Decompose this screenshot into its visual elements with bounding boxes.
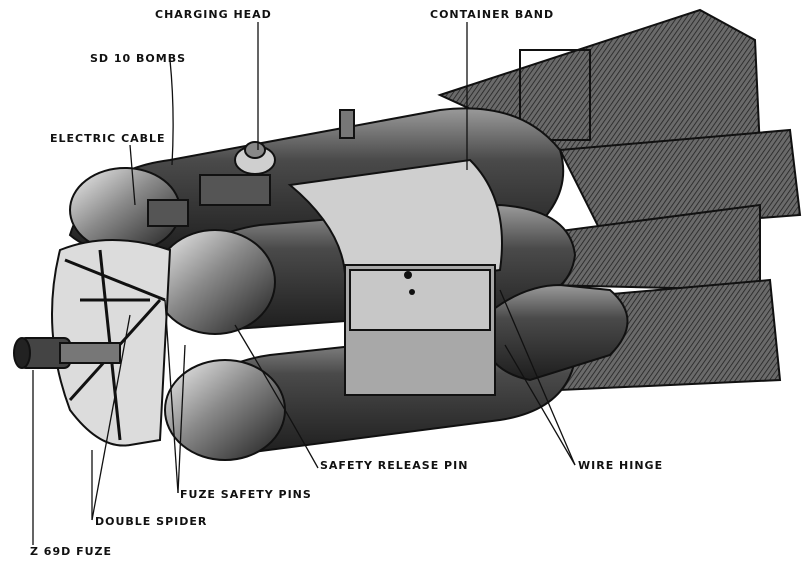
- charging-head-shape: [147, 109, 355, 227]
- container-band-shape: [287, 158, 503, 396]
- tail-fins: [437, 8, 802, 392]
- fuze-shaft: [59, 342, 121, 364]
- band-panel: [349, 269, 491, 331]
- label-charging-head: CHARGING HEAD: [155, 8, 272, 21]
- label-double-spider: DOUBLE SPIDER: [95, 515, 207, 528]
- band-rivet-2: [409, 289, 415, 295]
- front-assembly: [13, 239, 172, 447]
- middle-nose: [154, 229, 276, 335]
- label-container-band: CONTAINER BAND: [430, 8, 554, 21]
- label-wire-hinge: WIRE HINGE: [578, 459, 663, 472]
- band-rivet: [404, 271, 412, 279]
- fuze-cap: [13, 337, 31, 369]
- label-safety-release-pin: SAFETY RELEASE PIN: [320, 459, 468, 472]
- label-sd10-bombs: SD 10 BOMBS: [90, 52, 186, 65]
- callouts: CHARGING HEAD CONTAINER BAND SD 10 BOMBS…: [30, 8, 663, 558]
- band-upper: [287, 158, 503, 292]
- fin-upper-right: [558, 128, 802, 232]
- label-fuze-safety-pins: FUZE SAFETY PINS: [180, 488, 312, 501]
- label-electric-cable: ELECTRIC CABLE: [50, 132, 166, 145]
- label-z69d-fuze: Z 69D FUZE: [30, 545, 112, 558]
- tail-strut: [519, 49, 591, 141]
